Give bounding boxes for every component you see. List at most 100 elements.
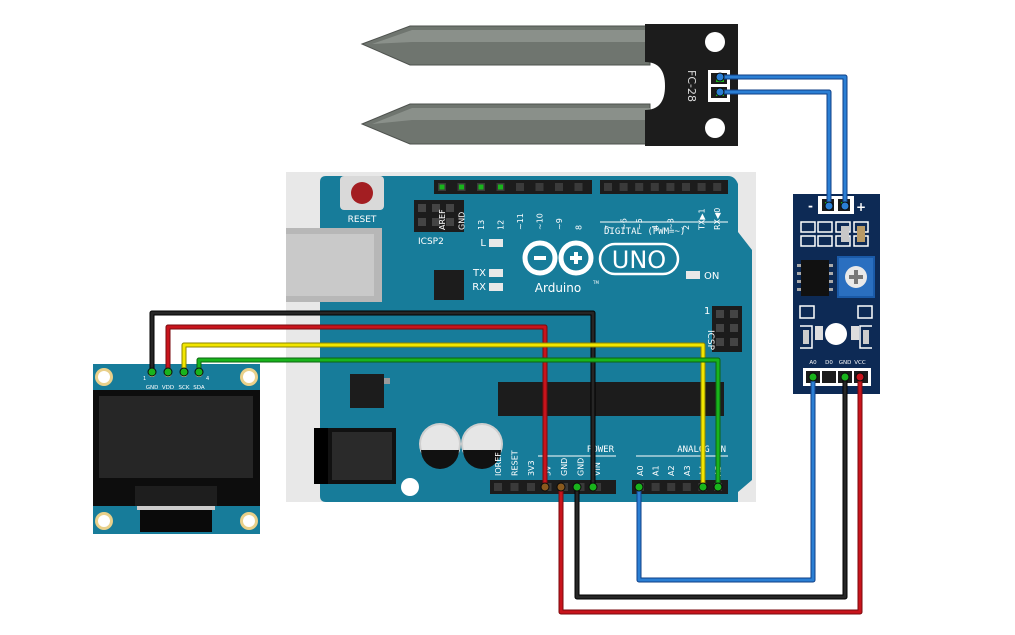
pin-label: 4 — [651, 225, 660, 230]
module-pin-label: VCC — [854, 360, 866, 366]
wire-end-cap — [194, 367, 204, 377]
header-pin[interactable] — [516, 183, 524, 191]
uno-badge — [598, 242, 680, 276]
reset-label: RESET — [348, 215, 377, 225]
wire-end-cap — [147, 367, 157, 377]
wire-end-cap — [715, 87, 725, 97]
wire-end-cap — [540, 482, 550, 492]
pin-label: ~6 — [620, 218, 629, 230]
header-pin[interactable] — [555, 183, 563, 191]
potentiometer[interactable] — [837, 256, 875, 298]
header-pin[interactable] — [713, 183, 722, 191]
pin-label: TX▶1 — [698, 208, 707, 231]
wire-end-cap — [556, 482, 566, 492]
pin-label: RX◀0 — [713, 208, 722, 230]
board-led — [489, 269, 503, 277]
pin-label: A2 — [667, 465, 676, 476]
header-pin[interactable] — [635, 183, 644, 191]
wire-end-cap — [634, 482, 644, 492]
header-pin[interactable] — [667, 483, 676, 491]
header-pin[interactable] — [527, 483, 535, 491]
arduino-logo-tm: TM — [592, 280, 599, 285]
voltage-regulator — [350, 374, 384, 408]
header-pin[interactable] — [666, 183, 675, 191]
pin-label: 5V — [544, 465, 553, 476]
pin-label: GND — [577, 458, 586, 476]
uno-label: UNO — [612, 246, 666, 274]
module-leds — [799, 305, 873, 349]
module-pin-plus: + — [856, 200, 866, 214]
header-pin[interactable] — [697, 183, 706, 191]
header-pin-active — [439, 184, 445, 190]
board-led-label: RX — [472, 282, 486, 293]
on-led — [686, 271, 700, 279]
module-mount-hole — [825, 323, 847, 345]
arduino-logo-text: Arduino — [535, 281, 581, 295]
module-pin-minus: - — [808, 199, 813, 213]
wire-end-cap — [808, 372, 818, 382]
pin-label: ~5 — [635, 218, 644, 230]
pin-label: RESET — [511, 450, 520, 476]
pin-label: A0 — [636, 465, 645, 476]
probe-model-label: FC-28 — [685, 70, 698, 102]
probe-mount-hole-bottom — [705, 118, 725, 138]
header-pin[interactable] — [574, 183, 583, 191]
wire-end-cap — [572, 482, 582, 492]
pin-label: ~9 — [555, 218, 564, 230]
pin-label: AREF — [438, 209, 447, 230]
digital-header-left — [434, 180, 592, 194]
oled-pin-label: VDD — [162, 385, 174, 391]
header-pin[interactable] — [494, 483, 502, 491]
wire-end-cap — [715, 72, 725, 82]
oled-pin-label: SCK — [179, 385, 190, 391]
pin-label: 12 — [497, 220, 506, 230]
icsp-pin1-label: 1 — [704, 306, 710, 317]
header-pin-active — [459, 184, 464, 190]
probe-mount-hole-top — [705, 32, 725, 52]
wire-end-cap — [840, 201, 850, 211]
module-pin-label: A0 — [809, 360, 817, 366]
wires — [149, 74, 863, 615]
icsp2-header — [414, 200, 464, 232]
icsp-label: ICSP — [705, 330, 715, 351]
header-pin[interactable] — [510, 483, 519, 491]
capacitor-left — [419, 423, 461, 469]
oled-pin-label: SDA — [193, 385, 205, 391]
header-pin[interactable] — [651, 483, 660, 491]
pin-label: 2 — [682, 225, 691, 230]
board-led — [489, 283, 503, 291]
header-pin[interactable] — [619, 183, 628, 191]
power-jack — [314, 428, 396, 484]
probe-head — [645, 24, 738, 146]
header-pin-active — [498, 184, 503, 190]
pin-label: A1 — [652, 465, 661, 476]
pin-label: 3V3 — [527, 460, 536, 476]
header-pin[interactable] — [604, 183, 612, 191]
pin-label: GND — [458, 212, 467, 230]
header-pin[interactable] — [650, 183, 659, 191]
header-pin[interactable] — [682, 183, 690, 191]
oled-screen — [99, 396, 253, 478]
wire-end-cap — [824, 201, 834, 211]
smd-components — [800, 221, 869, 247]
oled-pin-first: 1 — [143, 376, 146, 382]
pin-label: GND — [560, 458, 569, 476]
arduino-logo: UNO Arduino TM — [522, 240, 680, 295]
header-pin-active — [478, 184, 484, 190]
board-led-label: TX — [472, 268, 486, 279]
wire-end-cap — [840, 372, 850, 382]
pin-label: IOREF — [494, 452, 503, 476]
wire-end-cap — [163, 367, 173, 377]
pin-label: ~3 — [666, 218, 675, 230]
header-pin[interactable] — [535, 183, 544, 191]
wire-end-cap — [698, 482, 708, 492]
pin-label: 7 — [604, 225, 613, 230]
on-label: ON — [704, 271, 719, 282]
digital-header-right — [600, 180, 728, 194]
comparator-chip — [801, 260, 829, 296]
board-mount-hole — [401, 478, 419, 496]
header-pin[interactable] — [682, 483, 691, 491]
module-pin-label: GND — [839, 360, 852, 366]
